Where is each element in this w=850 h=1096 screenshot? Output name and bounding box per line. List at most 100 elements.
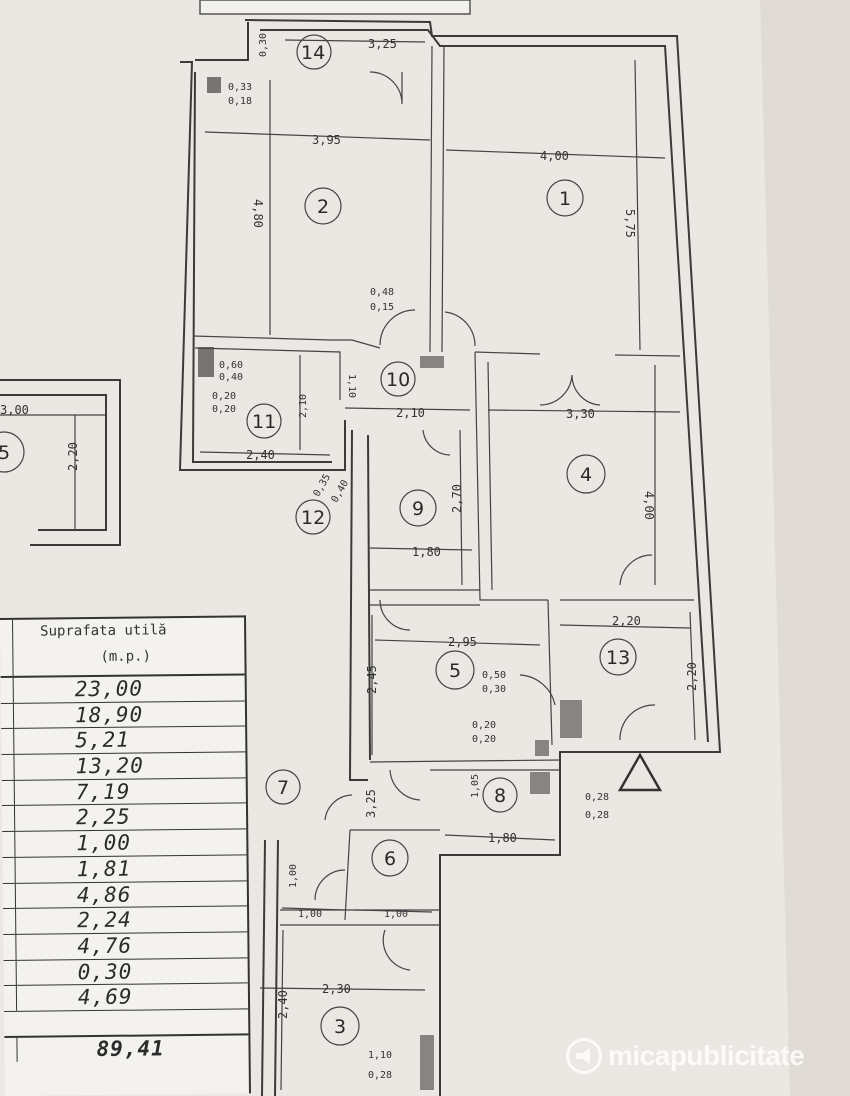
dim-label: 3,30 (566, 407, 595, 421)
table-row: 18,90 (0, 701, 246, 730)
table-row: 7,19 (1, 778, 246, 807)
dim-label: 1,80 (488, 831, 517, 845)
table-row: 23,00 (0, 675, 245, 704)
area-value: 2,25 (75, 805, 131, 830)
area-value: 0,30 (77, 959, 133, 984)
dim-label: 4,00 (540, 149, 569, 163)
dim-label: 2,20 (66, 442, 80, 471)
dim-label: 0,20 (472, 720, 496, 731)
room-13-label: 13 (606, 647, 630, 669)
dim-label: 1,05 (470, 774, 481, 798)
dim-label: 3,95 (312, 133, 341, 147)
room-1-label: 1 (559, 188, 571, 210)
room-9-label: 9 (412, 498, 424, 520)
dim-label: 0,20 (212, 391, 236, 402)
table-row: 13,20 (1, 752, 246, 781)
area-value: 23,00 (74, 676, 144, 702)
dim-label: 2,40 (246, 448, 275, 462)
area-value: 7,19 (75, 779, 131, 804)
dim-label: 5,75 (623, 209, 637, 238)
area-value: 18,90 (74, 702, 144, 727)
room-11-label: 11 (252, 411, 276, 433)
area-total: 89,41 (96, 1036, 165, 1061)
room-10-label: 10 (386, 369, 410, 391)
dimension-lines (0, 39, 696, 1091)
dim-label: 0,30 (482, 684, 506, 695)
table-row: 1,00 (2, 829, 247, 858)
dim-label: 0,20 (212, 404, 236, 415)
room-3-label: 3 (334, 1016, 346, 1038)
dim-label: 0,30 (258, 33, 269, 57)
area-value: 2,24 (77, 907, 132, 933)
dim-label: 2,20 (612, 614, 641, 628)
dimension-labels: 3,25 0,30 0,33 0,18 3,95 4,00 4,80 5,75 … (0, 33, 699, 1081)
dim-label: 2,20 (685, 662, 699, 691)
room-2-label: 2 (317, 196, 329, 218)
room-6-label: 6 (384, 848, 396, 870)
dim-label: 2,10 (298, 394, 309, 418)
table-row: 4,69 (3, 983, 249, 1012)
room-5-label: 5 (449, 660, 461, 682)
dim-label: 0,28 (368, 1070, 392, 1081)
area-value: 13,20 (75, 753, 144, 779)
dim-label: 2,30 (322, 982, 351, 996)
area-value: 4,69 (77, 984, 133, 1010)
dim-label: 2,45 (365, 665, 379, 694)
room-labels: 14 2 1 10 11 4 9 12 5 5 13 7 8 6 3 (0, 34, 637, 1046)
table-row: 1,81 (2, 855, 247, 884)
dim-label: 2,40 (276, 990, 290, 1019)
table-row: 4,76 (3, 932, 248, 961)
area-table-unit: (m.p.) (100, 648, 152, 665)
dim-label: 1,00 (288, 864, 299, 888)
dim-label: 4,00 (642, 491, 656, 520)
dim-label: 0,18 (228, 96, 252, 107)
dim-label: 1,00 (384, 909, 408, 920)
dim-label: 1,10 (346, 374, 357, 398)
dim-label: 0,28 (585, 810, 609, 821)
table-row: 0,30 (3, 957, 248, 987)
dim-label: 0,48 (370, 287, 394, 298)
table-total-row: 89,41 (4, 1033, 249, 1062)
area-value: 1,00 (76, 830, 132, 856)
room-12-label: 12 (301, 507, 325, 529)
room-7-label: 7 (277, 777, 289, 799)
dim-label: 2,95 (448, 635, 477, 649)
dim-label: 0,50 (482, 670, 506, 681)
dim-label: 1,00 (298, 909, 322, 920)
room-8-label: 8 (494, 785, 506, 807)
dim-label: 1,80 (412, 545, 441, 559)
dim-label: 0,60 (219, 360, 243, 371)
megaphone-icon (566, 1038, 602, 1074)
area-value: 4,86 (76, 882, 132, 907)
area-table-title: Suprafata utilă (40, 622, 167, 640)
dim-label: 1,10 (368, 1050, 392, 1061)
area-value: 4,76 (77, 933, 133, 959)
room-4-label: 4 (580, 464, 592, 486)
dim-label: 0,20 (472, 734, 496, 745)
area-table: Suprafata utilă (m.p.) 23,00 18,90 5,21 … (0, 615, 251, 1096)
neighbour-unit (0, 379, 121, 546)
dim-label: 0,33 (228, 82, 252, 93)
table-left-column (0, 619, 14, 676)
dim-label: 3,25 (364, 789, 378, 818)
dim-label: 4,80 (251, 199, 265, 228)
dim-label: 0,40 (219, 372, 243, 383)
watermark-text: micapublicitate (608, 1040, 805, 1071)
neighbour-room-5-label: 5 (0, 442, 10, 464)
table-row: 4,86 (2, 880, 248, 910)
table-row: 5,21 (1, 726, 246, 756)
dim-label: 0,15 (370, 302, 394, 313)
dim-label: 3,00 (0, 403, 29, 417)
dim-label: 3,25 (368, 37, 397, 51)
dim-label: 2,10 (396, 406, 425, 420)
dim-label: 0,28 (585, 792, 609, 803)
dim-label: 2,70 (450, 484, 464, 513)
area-value: 5,21 (75, 728, 130, 753)
area-table-header: Suprafata utilă (m.p.) (0, 617, 245, 678)
outer-walls (178, 19, 722, 1096)
area-value: 1,81 (76, 856, 132, 882)
room-14-label: 14 (301, 42, 325, 64)
table-row: 2,25 (1, 803, 247, 833)
table-row: 2,24 (3, 906, 248, 935)
interior-walls (192, 45, 694, 1090)
